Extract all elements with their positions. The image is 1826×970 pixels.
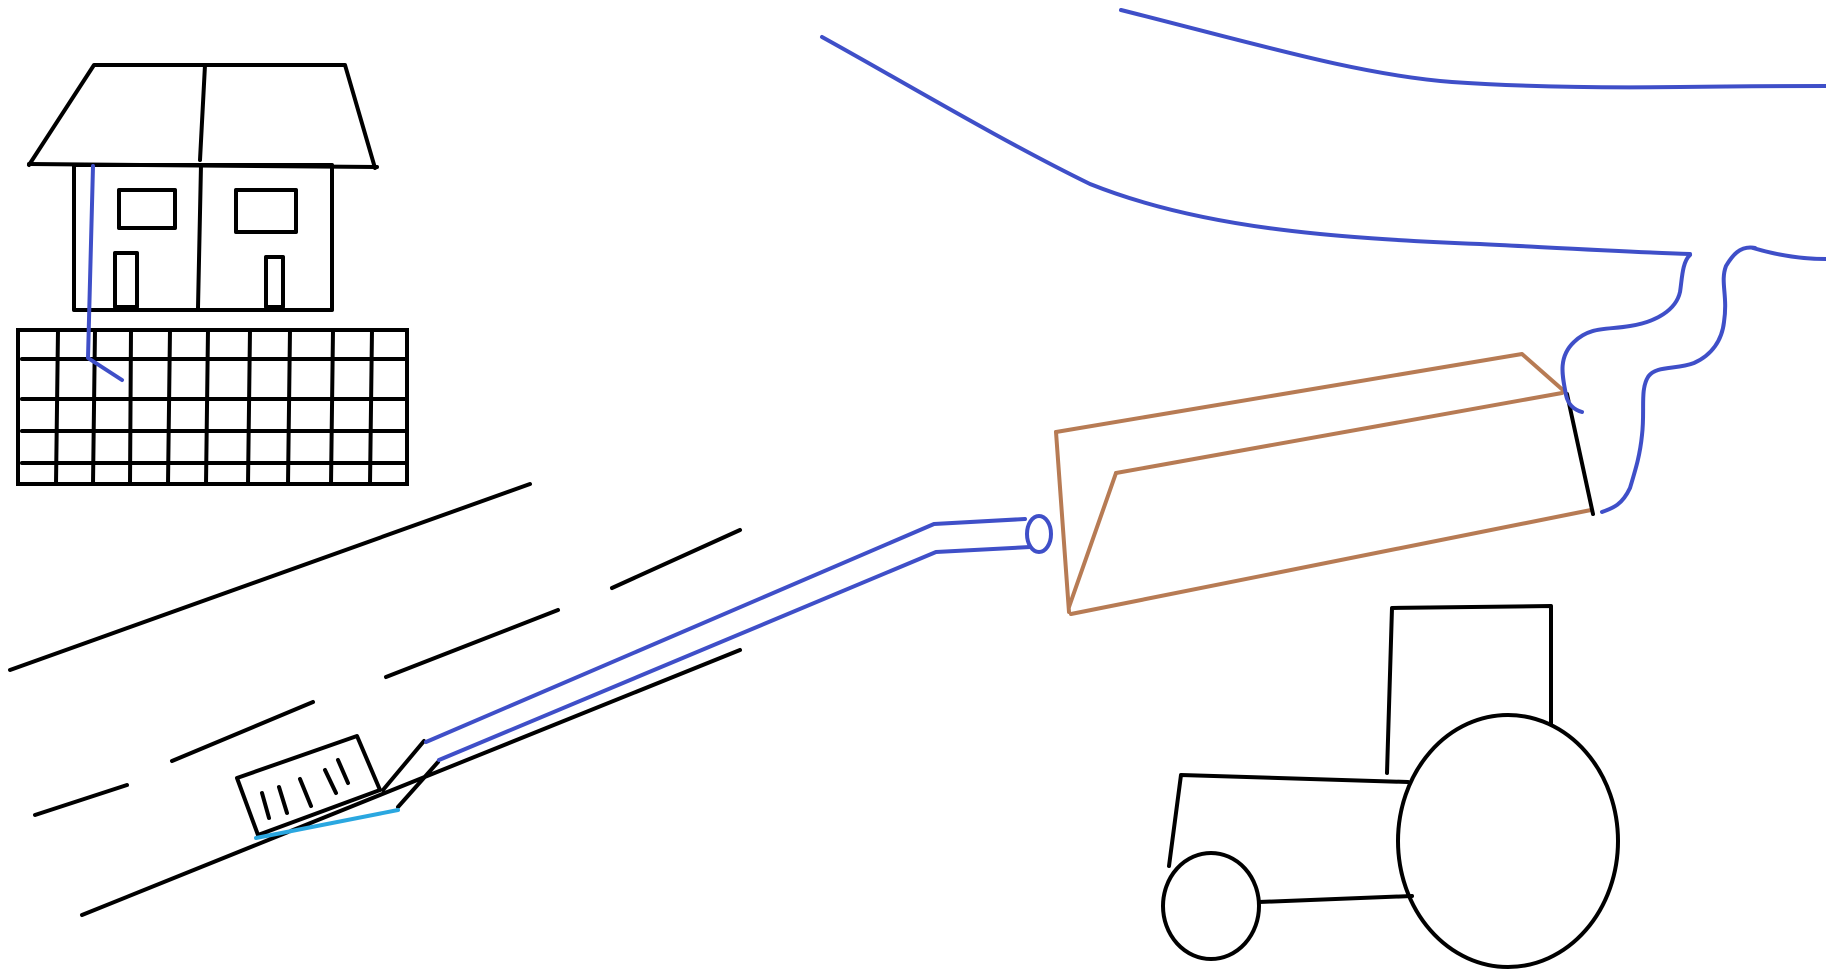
paving-col-line — [91, 328, 97, 486]
tractor-rear-wheel — [1396, 713, 1620, 969]
drain-connection — [381, 739, 440, 809]
tank-front-left — [1054, 430, 1071, 614]
house-roof — [27, 63, 377, 170]
house-window-right — [234, 188, 298, 234]
paving-col-line — [329, 328, 335, 486]
house-window-left — [117, 188, 177, 230]
paving-col-line — [128, 328, 133, 486]
tank-inner-left — [1067, 471, 1118, 609]
road-lane-dash — [384, 608, 560, 679]
grate-water-line — [254, 808, 400, 840]
paving-col-line — [54, 328, 60, 486]
pipe-lower-line — [437, 545, 1032, 762]
road — [8, 482, 742, 917]
grate-slat — [260, 791, 271, 820]
tank-bottom — [1069, 508, 1593, 616]
tractor-hood — [1167, 773, 1410, 868]
roadside-drain-grate — [235, 734, 382, 837]
river-bank-bottom — [820, 35, 1692, 256]
road-edge-top — [8, 482, 532, 672]
connection-line — [396, 760, 440, 809]
stream-bank-left — [1560, 253, 1692, 414]
grate-slat — [298, 777, 313, 808]
grate-slat — [323, 768, 338, 795]
pipe-upper-line — [424, 517, 1027, 744]
road-lane-dash — [610, 528, 742, 590]
road-lane-dash — [33, 783, 129, 817]
settling-tank — [1054, 352, 1593, 616]
stream-inflow — [1560, 245, 1757, 514]
paving-col-line — [246, 328, 252, 486]
house-drainpipe — [86, 164, 124, 382]
tank-right-edge — [1565, 392, 1595, 516]
road-edge-bottom — [80, 648, 742, 917]
connection-line — [381, 739, 426, 792]
tractor — [1161, 604, 1620, 969]
paving-col-line — [368, 328, 374, 486]
tank-top-back — [1054, 352, 1566, 434]
house-center-wall — [196, 163, 203, 310]
tractor-cab — [1385, 604, 1553, 775]
house-door-right — [264, 255, 285, 309]
road-lane-dash — [170, 700, 315, 763]
stream-bank-right — [1600, 245, 1757, 514]
tank-top-front — [1114, 391, 1564, 475]
tractor-front-wheel — [1161, 851, 1261, 961]
grate-slat — [336, 758, 350, 785]
roof-ridge-divider — [198, 63, 207, 162]
drain-pipe — [424, 514, 1053, 762]
paving-col-line — [286, 328, 292, 486]
river-bank-bottom-right — [1751, 246, 1826, 261]
paving-col-line — [204, 328, 210, 486]
house — [27, 63, 379, 312]
house-door-left — [113, 251, 139, 309]
grate-slat — [277, 785, 289, 815]
tractor-chassis — [1257, 894, 1414, 904]
river-bank-top — [1119, 8, 1826, 90]
house-walls — [72, 163, 334, 312]
pipe-outlet — [1025, 514, 1053, 554]
grate-frame — [235, 734, 382, 837]
paving-grid — [16, 328, 409, 486]
paving-col-line — [166, 328, 172, 486]
river — [820, 8, 1826, 261]
paving-outline — [16, 328, 409, 486]
